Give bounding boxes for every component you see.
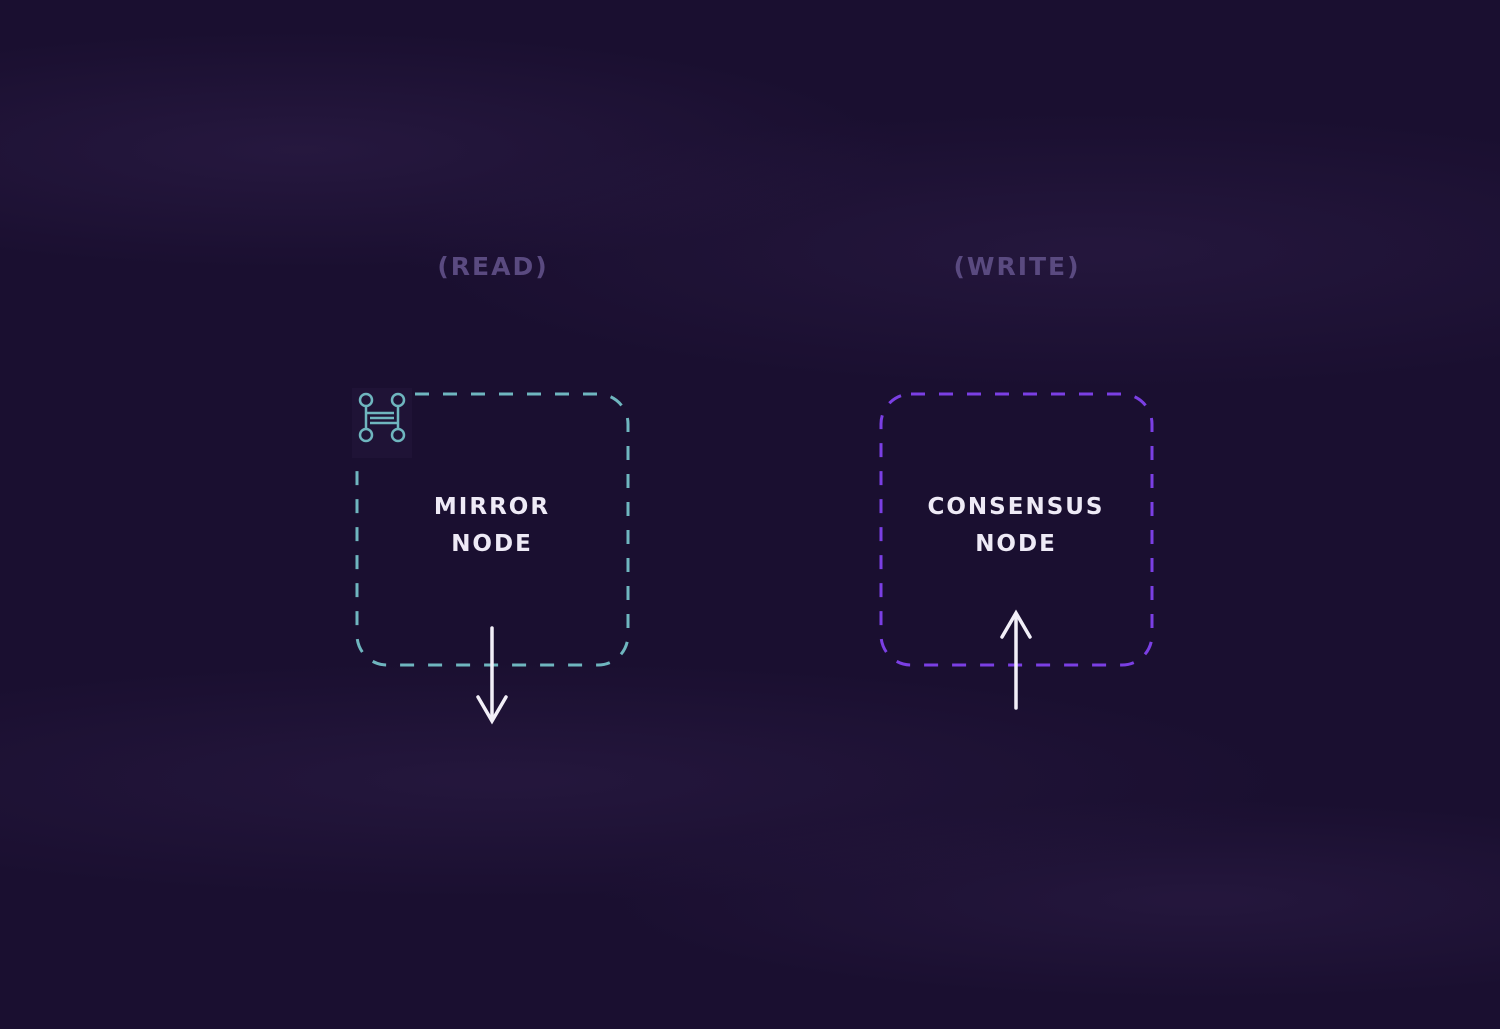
hedera-logo-icon [358, 392, 406, 443]
write-label: (WRITE) [953, 252, 1081, 281]
arrow-down-icon [476, 626, 508, 725]
consensus-node-line2: NODE [975, 531, 1057, 557]
mirror-node-line1: MIRROR [433, 494, 551, 520]
mirror-node-title: MIRROR NODE [357, 489, 627, 563]
mirror-node-line2: NODE [451, 531, 533, 557]
consensus-node-title: CONSENSUS NODE [881, 489, 1151, 563]
consensus-node-line1: CONSENSUS [927, 494, 1105, 520]
read-label: (READ) [437, 252, 549, 281]
arrow-up-icon [1000, 609, 1032, 710]
